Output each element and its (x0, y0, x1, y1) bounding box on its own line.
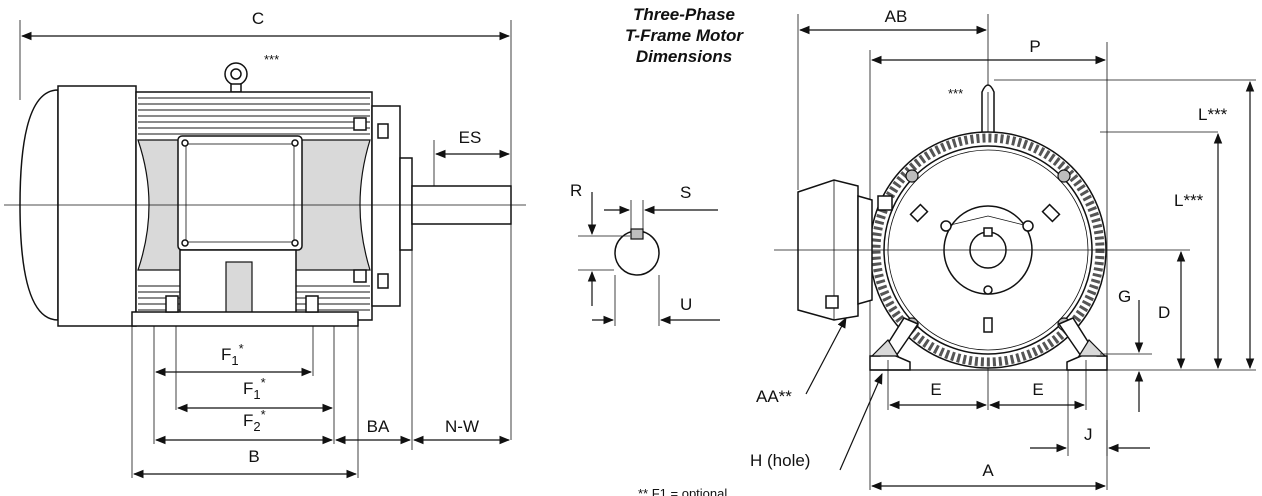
leader-aa (805, 317, 847, 395)
feet (869, 317, 920, 371)
label-l-outer: L*** (1198, 105, 1228, 124)
label-r: R (570, 181, 582, 200)
lifting-lug (981, 84, 995, 147)
keyway (630, 228, 644, 240)
label-u: U (680, 295, 692, 314)
stars-top-side: *** (264, 52, 279, 67)
label-p: P (1029, 37, 1040, 56)
end-bracket (371, 105, 401, 307)
label-s: S (680, 183, 691, 202)
lifting-eye (224, 62, 248, 93)
fan-housing (57, 85, 137, 327)
label-ab: AB (885, 7, 908, 26)
label-e-right: E (1032, 380, 1043, 399)
shaft-detail: R S U (570, 181, 720, 326)
label-es: ES (459, 128, 482, 147)
footnote: ** F1 = optional (638, 486, 727, 496)
label-a: A (982, 461, 994, 480)
title-line-1: Three-Phase (633, 5, 735, 24)
base-foot (131, 311, 359, 327)
label-j: J (1084, 425, 1093, 444)
label-aa: AA** (756, 387, 792, 406)
title-line-3: Dimensions (636, 47, 732, 66)
label-c: C (252, 9, 264, 28)
label-g: G (1118, 287, 1131, 306)
conduit-box (177, 135, 303, 251)
stars-top-end: *** (948, 86, 963, 101)
label-ba: BA (367, 417, 390, 436)
label-b: B (248, 447, 259, 466)
diagram-title: Three-Phase T-Frame Motor Dimensions (625, 5, 744, 66)
title-line-2: T-Frame Motor (625, 26, 744, 45)
label-f2: F2* (243, 407, 266, 434)
label-d: D (1158, 303, 1170, 322)
label-h: H (hole) (750, 451, 810, 470)
label-f1-a: F1* (221, 341, 244, 368)
leader-h (839, 373, 883, 471)
side-view: C *** (4, 9, 526, 479)
end-view: AB P *** (750, 7, 1256, 491)
label-f1-b: F1* (243, 375, 266, 402)
label-e-left: E (930, 380, 941, 399)
label-l-inner: L*** (1174, 191, 1204, 210)
label-nw: N-W (445, 417, 479, 436)
